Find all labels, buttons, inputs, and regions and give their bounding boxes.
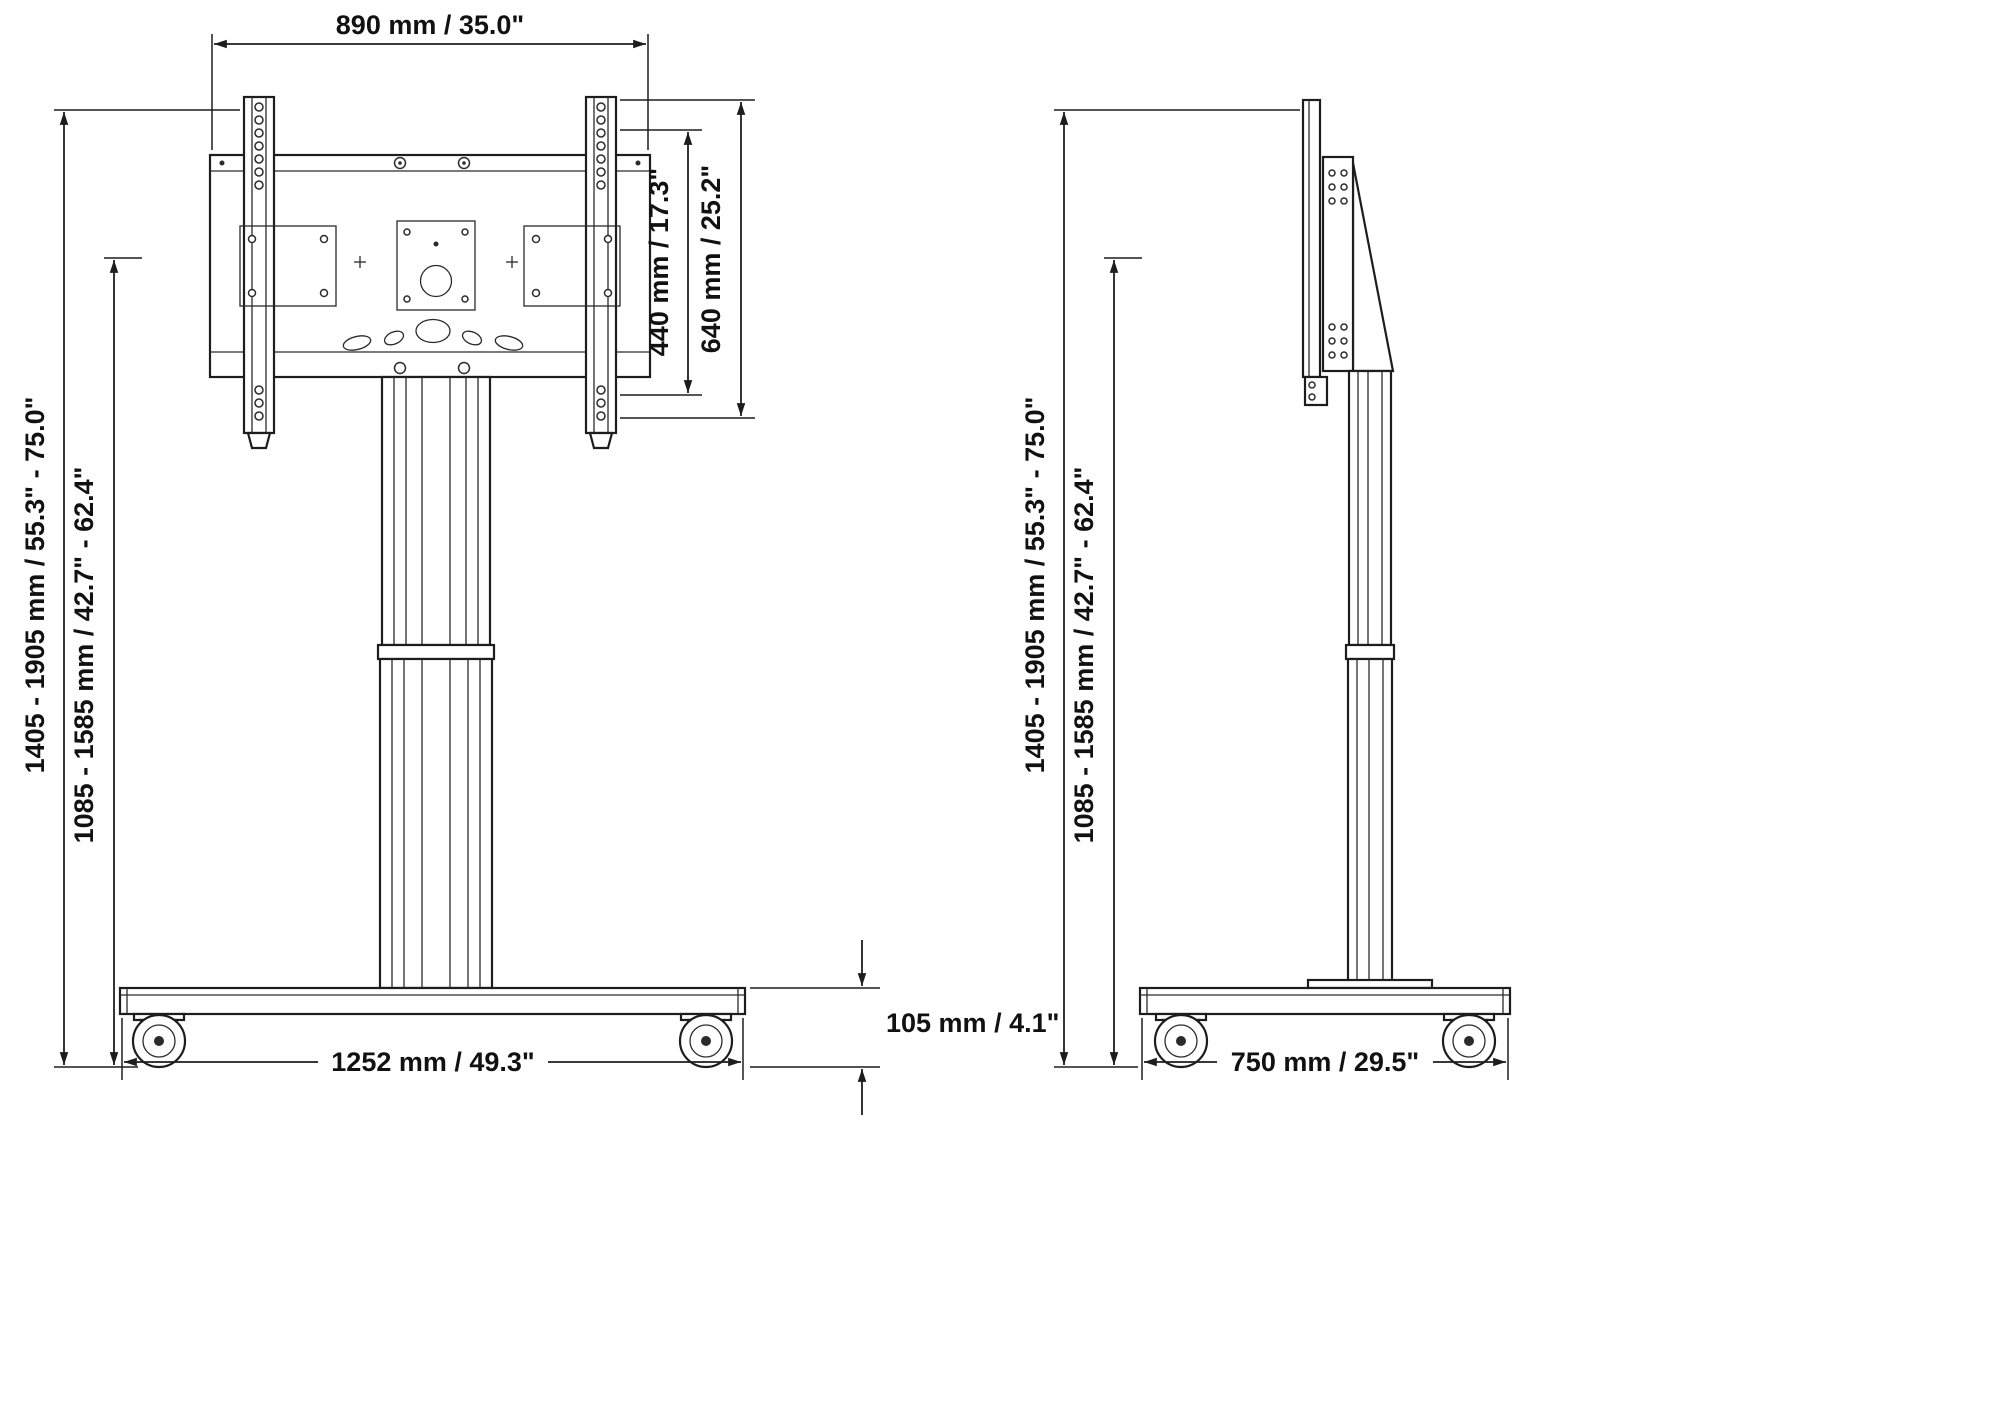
dim-front-height-center: 1085 - 1585 mm / 42.7" - 62.4" — [69, 257, 142, 1065]
vesa-rail-right — [584, 95, 618, 450]
caster-side-left — [1153, 1012, 1209, 1069]
display-panel-side — [1301, 98, 1322, 379]
label-base-height: 105 mm / 4.1" — [886, 1008, 1059, 1038]
support-gusset — [1351, 162, 1395, 373]
base-front — [118, 986, 747, 1016]
label-base-depth: 750 mm / 29.5" — [1231, 1047, 1419, 1077]
mount-plate-details — [219, 156, 641, 375]
front-view: 890 mm / 35.0" 440 mm / 17.3" 640 mm / 2… — [20, 10, 1059, 1115]
adapter-plate-right — [523, 225, 621, 307]
label-height-range-center: 1085 - 1585 mm / 42.7" - 62.4" — [69, 467, 99, 844]
dim-front-base-height: 105 mm / 4.1" — [750, 940, 1059, 1115]
cable-grommet — [419, 264, 453, 298]
caster-side-right — [1441, 1012, 1497, 1069]
caster-front-right — [678, 1012, 734, 1069]
label-bracket-height: 640 mm / 25.2" — [696, 165, 726, 353]
mount-plate — [208, 153, 652, 379]
label-side-height-range-max: 1405 - 1905 mm / 55.3" - 75.0" — [1020, 397, 1050, 774]
label-side-height-range-center: 1085 - 1585 mm / 42.7" - 62.4" — [1069, 467, 1099, 844]
lift-column-front — [376, 375, 496, 990]
side-view: 1405 - 1905 mm / 55.3" - 75.0" 1085 - 15… — [1020, 98, 1512, 1080]
dim-side-base-depth: 750 mm / 29.5" — [1141, 1018, 1509, 1080]
dim-front-vesa-height: 440 mm / 17.3" — [620, 129, 702, 396]
cable-slots — [342, 318, 524, 351]
bracket-side — [1321, 155, 1395, 373]
label-height-range-max: 1405 - 1905 mm / 55.3" - 75.0" — [20, 397, 50, 774]
lift-column-side — [1344, 369, 1396, 990]
clamp-side — [1303, 375, 1329, 407]
column-collar-side — [1344, 643, 1396, 661]
label-vesa-height: 440 mm / 17.3" — [644, 168, 674, 356]
dim-front-base-width: 1252 mm / 49.3" — [121, 1018, 744, 1080]
column-collar — [376, 643, 496, 661]
dim-front-top-width: 890 mm / 35.0" — [211, 10, 649, 150]
dim-front-bracket-height: 640 mm / 25.2" — [620, 99, 755, 419]
dim-side-height-max: 1405 - 1905 mm / 55.3" - 75.0" — [1020, 109, 1300, 1068]
adapter-plate-left — [239, 225, 337, 307]
center-box — [396, 220, 476, 311]
label-base-width: 1252 mm / 49.3" — [331, 1047, 534, 1077]
dim-side-height-center: 1085 - 1585 mm / 42.7" - 62.4" — [1069, 257, 1142, 1065]
caster-front-left — [131, 1012, 187, 1069]
base-side — [1138, 978, 1512, 1016]
label-top-width: 890 mm / 35.0" — [336, 10, 524, 40]
vesa-rail-left — [242, 95, 276, 450]
dim-front-height-max: 1405 - 1905 mm / 55.3" - 75.0" — [20, 109, 240, 1068]
